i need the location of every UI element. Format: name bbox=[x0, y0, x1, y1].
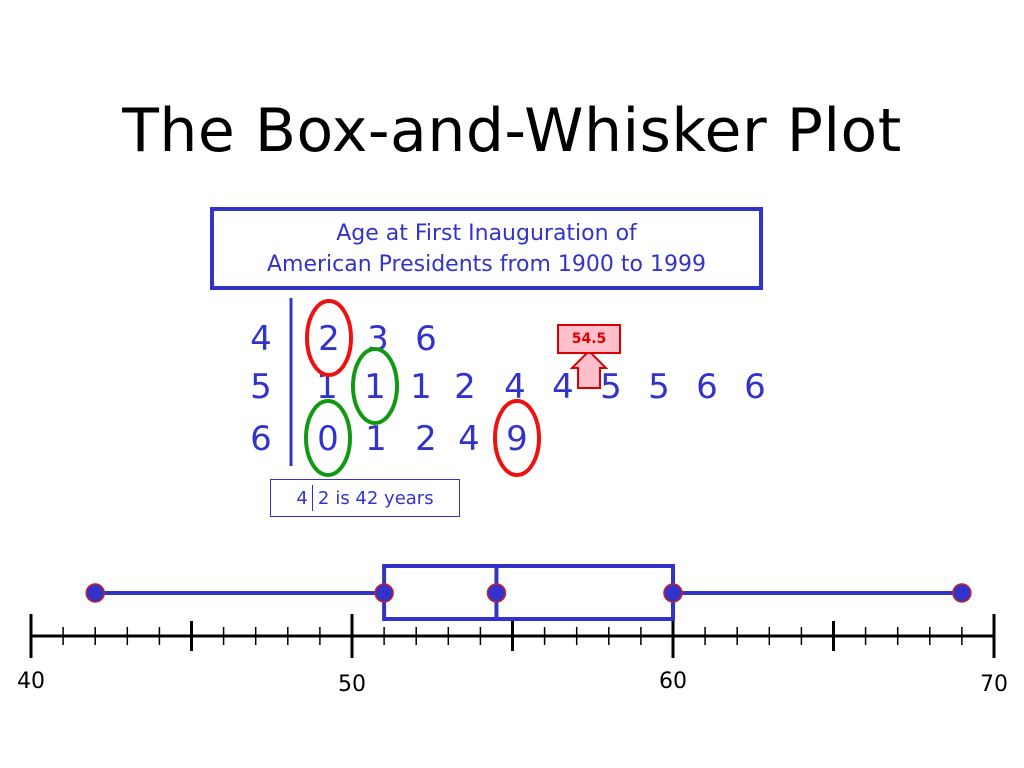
stem-6: 6 bbox=[250, 419, 272, 459]
leaf-value: 4 bbox=[458, 419, 480, 459]
tick-label-60: 60 bbox=[659, 669, 687, 694]
leaf-value: 1 bbox=[365, 419, 387, 459]
leaf-value: 6 bbox=[744, 367, 766, 407]
leaf-value: 4 bbox=[552, 367, 574, 407]
median-callout: 54.5 bbox=[557, 324, 621, 354]
median-point bbox=[486, 583, 507, 603]
highlight-circle bbox=[351, 347, 399, 425]
highlight-circle bbox=[493, 399, 541, 477]
leaf-value: 6 bbox=[696, 367, 718, 407]
leaf-value: 2 bbox=[318, 319, 340, 359]
min-point bbox=[85, 583, 105, 603]
leaf-value: 9 bbox=[506, 419, 528, 459]
tick-label-70: 70 bbox=[980, 672, 1008, 697]
page-title: The Box-and-Whisker Plot bbox=[122, 96, 902, 166]
leaf-value: 2 bbox=[454, 367, 476, 407]
highlight-circle bbox=[305, 299, 353, 377]
median-arrow bbox=[569, 349, 609, 389]
iqr-box bbox=[382, 564, 675, 621]
leaf-value: 2 bbox=[415, 419, 437, 459]
leaf-value: 5 bbox=[600, 367, 622, 407]
leaf-value: 6 bbox=[415, 319, 437, 359]
q3-point bbox=[663, 583, 683, 603]
leaf-value: 1 bbox=[410, 367, 432, 407]
tick-label-50: 50 bbox=[338, 672, 366, 697]
leaf-value: 0 bbox=[317, 419, 339, 459]
key-leaf: 2 bbox=[317, 487, 330, 509]
key-text: is 42 years bbox=[335, 487, 434, 509]
data-caption-box: Age at First Inauguration of American Pr… bbox=[210, 207, 763, 290]
caption-line-2: American Presidents from 1900 to 1999 bbox=[266, 251, 706, 277]
leaf-value: 5 bbox=[648, 367, 670, 407]
tick-label-40: 40 bbox=[17, 669, 45, 694]
leaf-value: 1 bbox=[364, 367, 386, 407]
max-point bbox=[952, 583, 972, 603]
key-separator bbox=[311, 485, 313, 511]
key-stem: 4 bbox=[296, 487, 308, 509]
leaf-value: 4 bbox=[504, 367, 526, 407]
highlight-circle bbox=[304, 399, 352, 477]
q1-point bbox=[374, 583, 394, 603]
leaf-value: 1 bbox=[316, 367, 338, 407]
stem-4: 4 bbox=[250, 319, 272, 359]
caption-line-1: Age at First Inauguration of bbox=[336, 220, 637, 246]
stem-5: 5 bbox=[250, 367, 272, 407]
stem-leaf-key: 4 2 is 42 years bbox=[270, 479, 460, 517]
